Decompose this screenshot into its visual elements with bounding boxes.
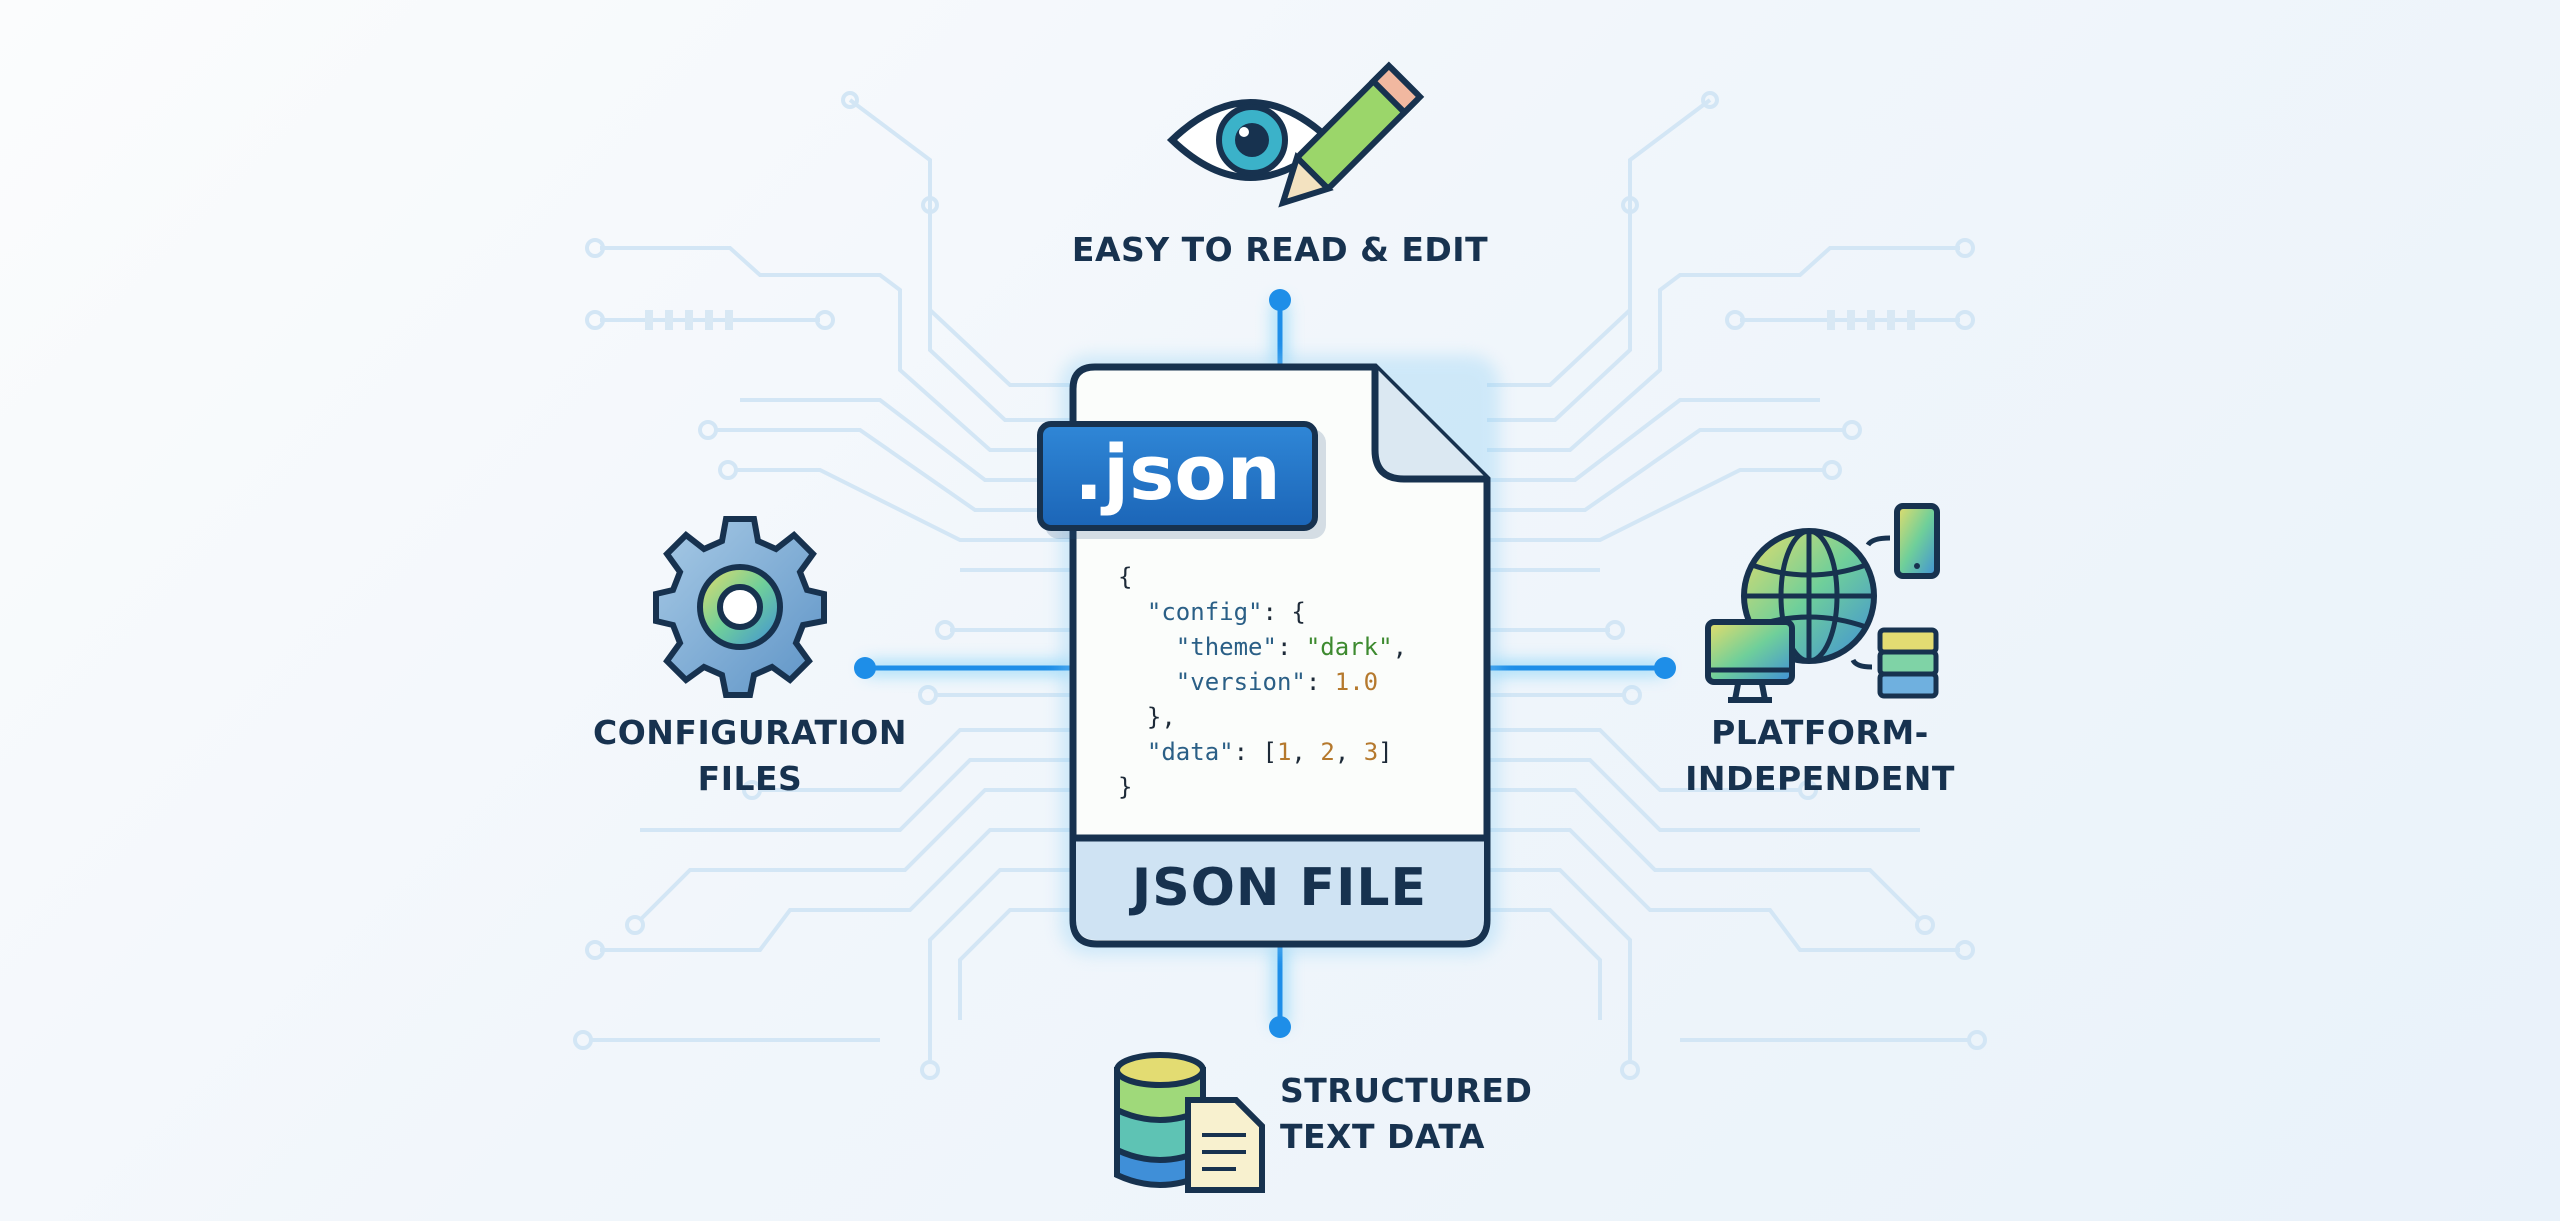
feature-label-easy-to-read-edit: EASY TO READ & EDIT xyxy=(1071,230,1489,269)
feature-label-platform-independent: PLATFORM- INDEPENDENT xyxy=(1640,710,2000,802)
monitor-icon xyxy=(1705,619,1795,703)
connector-dot-left xyxy=(854,657,876,679)
database-document-icon xyxy=(1114,1052,1265,1193)
label-line: STRUCTURED xyxy=(1280,1071,1533,1110)
globe-devices-icon xyxy=(1705,503,1940,703)
json-extension-tab: .json xyxy=(1037,421,1318,531)
circuit-traces-right xyxy=(1485,91,1987,1080)
gear-icon xyxy=(653,516,827,698)
label-line: PLATFORM- xyxy=(1711,713,1929,752)
label-line: INDEPENDENT xyxy=(1685,759,1955,798)
eye-pencil-icon xyxy=(1166,61,1425,208)
connector-dot-bottom xyxy=(1269,1016,1291,1038)
connector-dot-right xyxy=(1654,657,1676,679)
connector-dot-top xyxy=(1269,289,1291,311)
label-line: CONFIGURATION xyxy=(593,713,907,752)
file-footer-band xyxy=(1076,838,1484,940)
folded-corner xyxy=(1371,367,1487,483)
feature-label-configuration-files: CONFIGURATION FILES xyxy=(560,710,940,802)
label-line: TEXT DATA xyxy=(1280,1117,1485,1156)
json-file-footer-label: JSON FILE xyxy=(1131,858,1428,918)
server-icon xyxy=(1877,627,1939,699)
phone-icon xyxy=(1894,503,1940,579)
label-line: FILES xyxy=(697,759,803,798)
feature-label-structured-text-data: STRUCTURED TEXT DATA xyxy=(1280,1068,1550,1160)
circuit-traces-left xyxy=(573,91,1073,1080)
json-code-sample: { "config": { "theme": "dark", "version"… xyxy=(1118,563,1408,801)
connector-lines xyxy=(854,289,1676,1038)
